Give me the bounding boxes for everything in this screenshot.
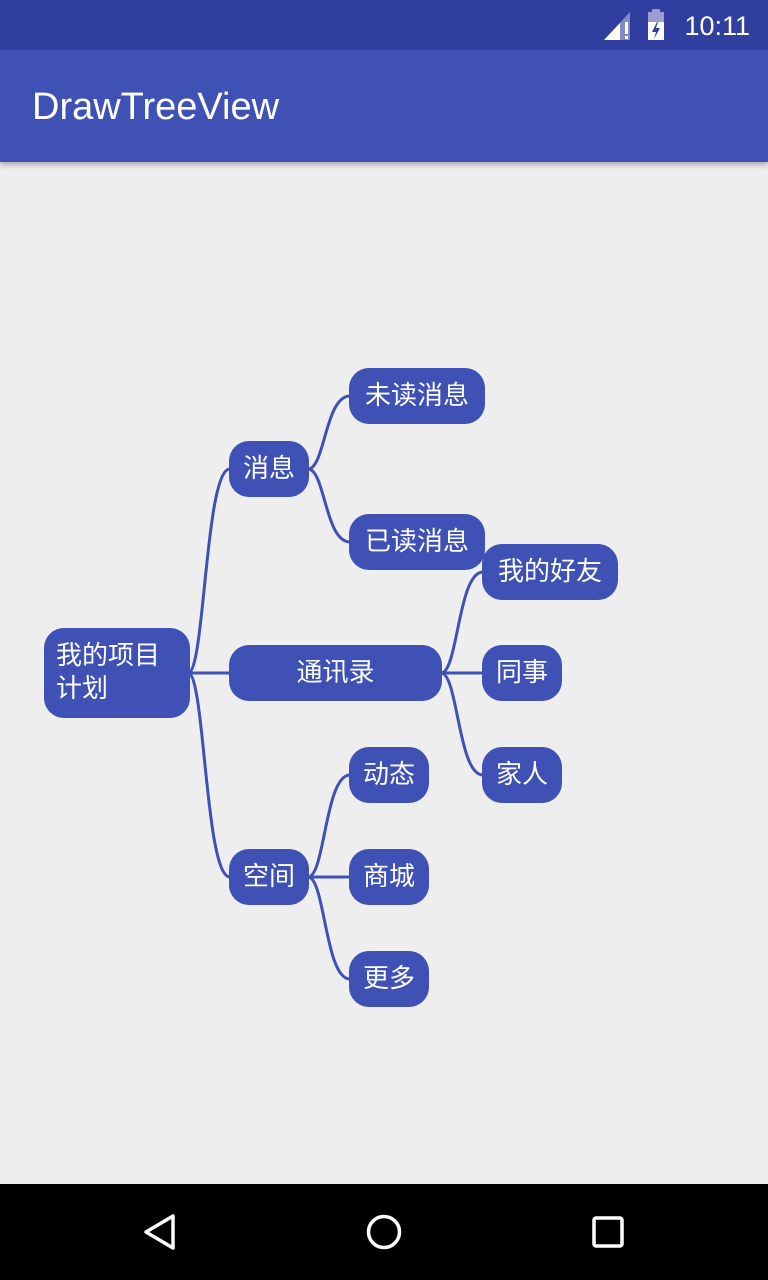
connector-xiaoxi-weidu	[307, 394, 351, 471]
tree-node-tongshi[interactable]: 同事	[482, 645, 562, 701]
tree-node-yidu-xiaoxi[interactable]: 已读消息	[349, 514, 485, 570]
tree-node-gengduo[interactable]: 更多	[349, 951, 429, 1007]
recents-icon	[592, 1216, 624, 1248]
status-bar: 10:11	[0, 0, 768, 50]
connector-tongxunlu-jiaren	[440, 671, 484, 777]
tree-node-tongxunlu[interactable]: 通讯录	[229, 645, 442, 701]
back-button[interactable]	[112, 1184, 208, 1280]
back-icon	[144, 1214, 175, 1250]
home-button[interactable]	[336, 1184, 432, 1280]
battery-icon	[644, 0, 670, 54]
connector-tongxunlu-haoyou	[440, 570, 484, 675]
app-title: DrawTreeView	[32, 86, 280, 128]
tree-node-xiaoxi[interactable]: 消息	[229, 441, 309, 497]
tree-node-wode-haoyou[interactable]: 我的好友	[482, 544, 618, 600]
app-bar: DrawTreeView	[0, 50, 768, 162]
connector-xiaoxi-yidu	[307, 467, 351, 544]
home-icon	[366, 1214, 402, 1250]
tree-node-weidu-xiaoxi[interactable]: 未读消息	[349, 368, 485, 424]
tree-node-shangcheng[interactable]: 商城	[349, 849, 429, 905]
tree-connectors	[186, 394, 484, 981]
nav-bar	[0, 1184, 768, 1280]
signal-icon	[600, 0, 634, 54]
connector-kongjian-dongtai	[307, 773, 351, 879]
tree-node-root[interactable]: 我的项目计划	[44, 628, 190, 718]
tree-node-dongtai[interactable]: 动态	[349, 747, 429, 803]
tree-node-kongjian[interactable]: 空间	[229, 849, 309, 905]
tree-view: 我的项目计划 消息 通讯录 空间 未读消息 已读消息 我的好友 同事 家人 动态…	[0, 162, 768, 1184]
connector-root-kongjian	[186, 671, 231, 879]
connector-root-xiaoxi	[186, 467, 231, 675]
connector-kongjian-gengduo	[307, 875, 351, 981]
tree-node-jiaren[interactable]: 家人	[482, 747, 562, 803]
status-time: 10:11	[684, 11, 750, 41]
recents-button[interactable]	[560, 1184, 656, 1280]
